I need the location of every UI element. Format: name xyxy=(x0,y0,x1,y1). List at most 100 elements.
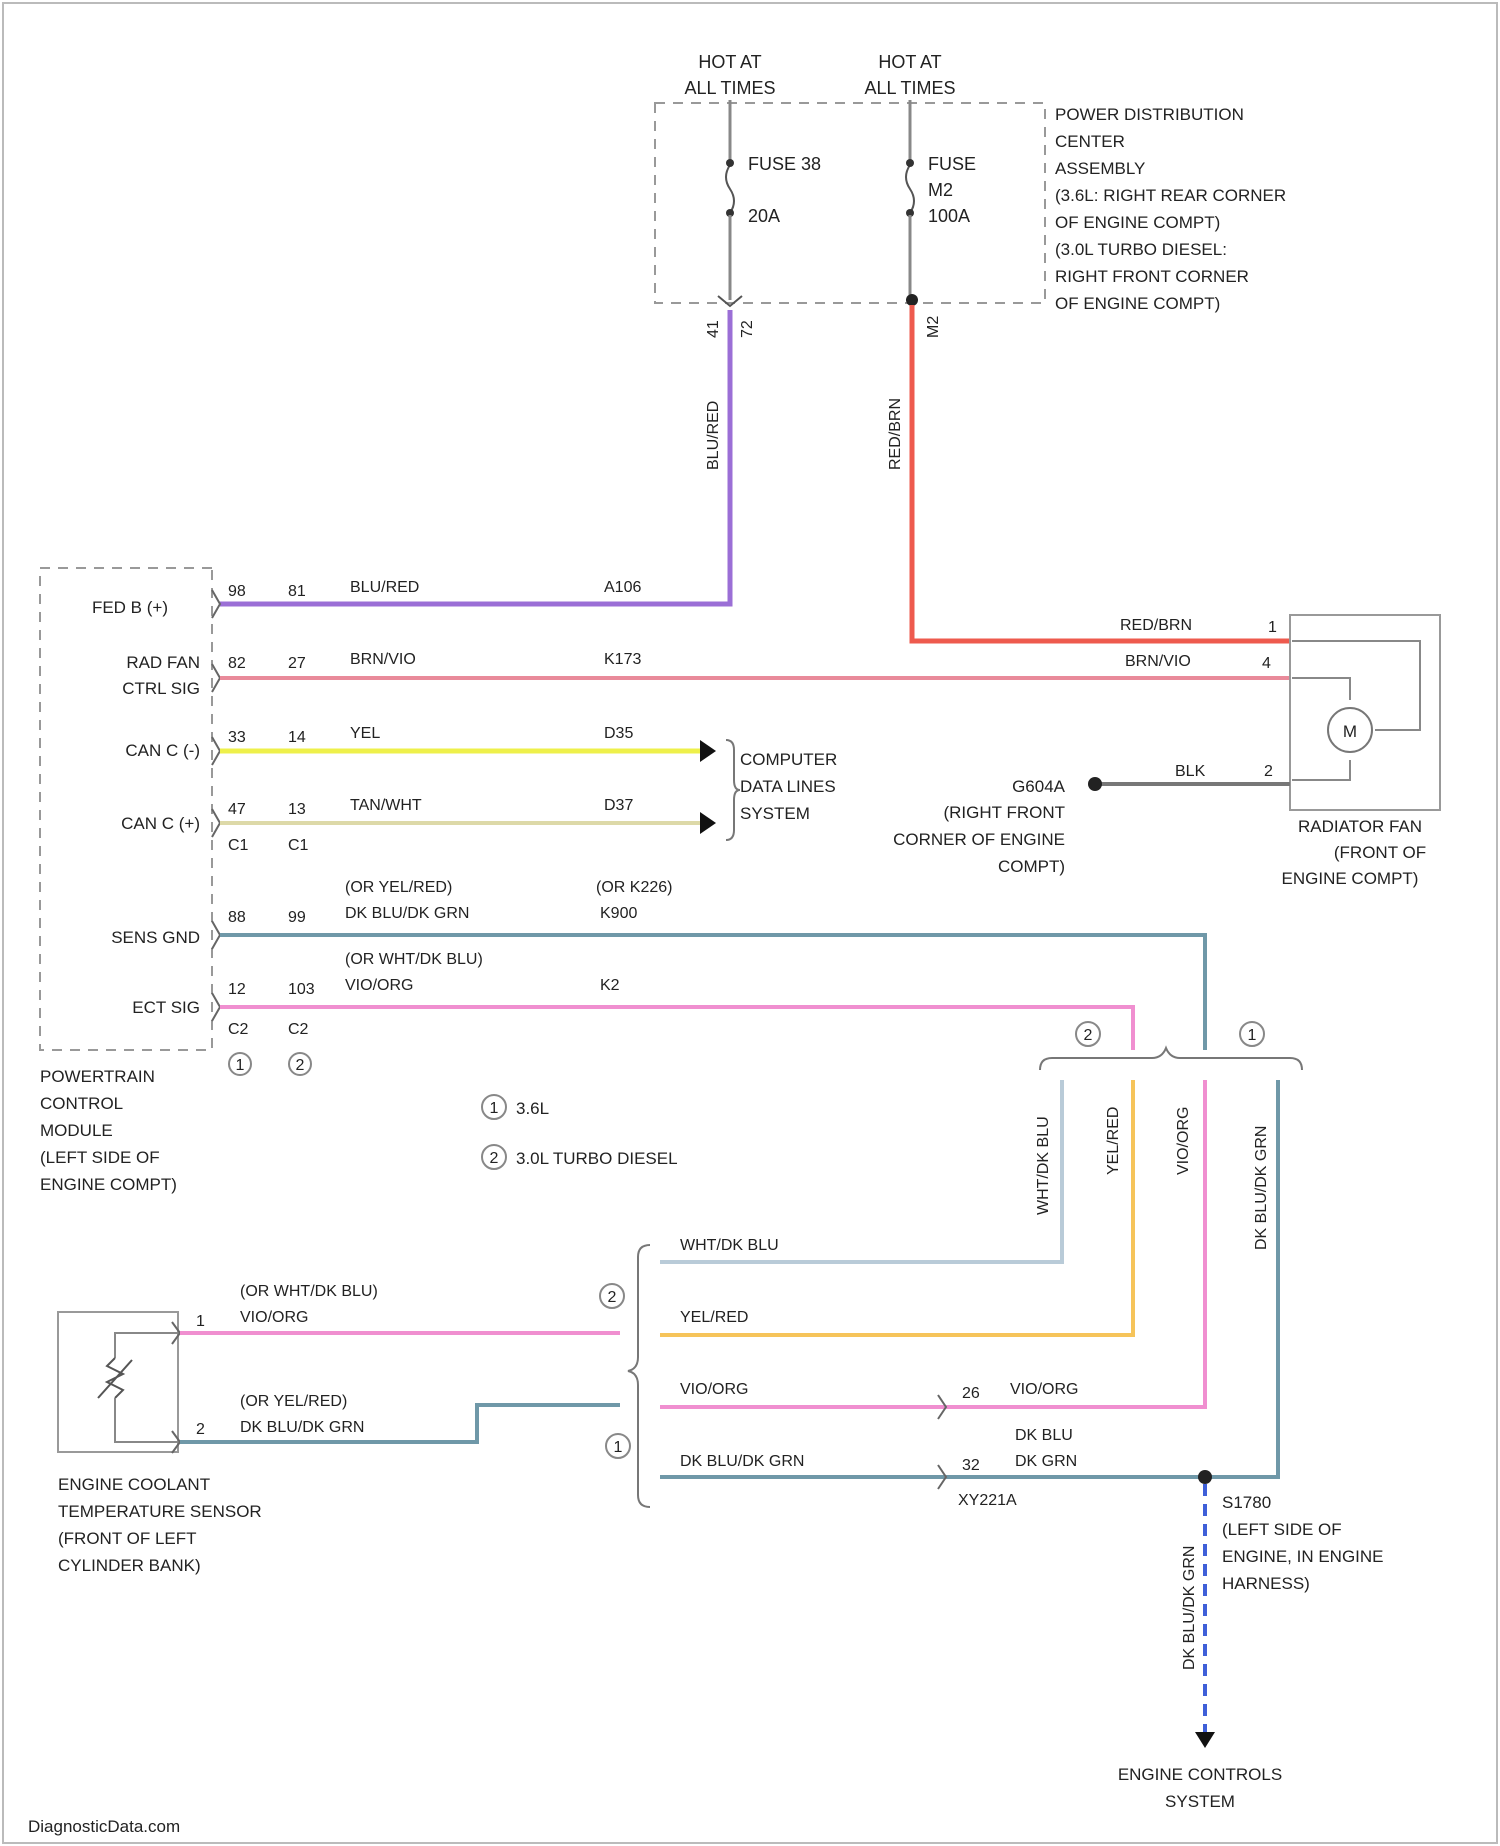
splice-loc-2: HARNESS) xyxy=(1222,1574,1310,1593)
ect-title-1: TEMPERATURE SENSOR xyxy=(58,1502,262,1521)
pdc-pin-72: 72 xyxy=(739,320,756,338)
wire-wht-dkblu-branch xyxy=(660,1080,1062,1262)
circuit-d35: D35 xyxy=(604,725,633,742)
fan-motor-label: M xyxy=(1343,722,1357,741)
pcm: FED B (+) RAD FAN CTRL SIG CAN C (-) CAN… xyxy=(40,568,311,1194)
wire-blu-red-feed xyxy=(220,310,730,604)
circuit-a106: A106 xyxy=(604,579,641,596)
pin-47: 47 xyxy=(228,801,246,818)
arrow-ecs xyxy=(1195,1732,1215,1748)
wire-alt-wht-dkblu: (OR WHT/DK BLU) xyxy=(345,951,483,968)
pin-13: 13 xyxy=(288,801,306,818)
ground-loc-2: COMPT) xyxy=(998,857,1065,876)
splice-loc-1: ENGINE, IN ENGINE xyxy=(1222,1547,1384,1566)
wire-alt-yel-red: (OR YEL/RED) xyxy=(345,879,452,896)
pcm-pin-label-0: FED B (+) xyxy=(92,598,168,617)
fuse-38-rating: 20A xyxy=(748,206,780,226)
fan-title-1: (FRONT OF xyxy=(1334,843,1426,862)
pcm-title-3: (LEFT SIDE OF xyxy=(40,1148,160,1167)
ground-id: G604A xyxy=(1012,777,1066,796)
wire-brn-vio-label: BRN/VIO xyxy=(350,651,416,668)
wire-blu-red-label: BLU/RED xyxy=(350,579,419,596)
pin-27: 27 xyxy=(288,655,306,672)
pdc-title-1: CENTER xyxy=(1055,132,1125,151)
branch-label-yel-red: YEL/RED xyxy=(1105,1107,1122,1175)
ect-title-0: ENGINE COOLANT xyxy=(58,1475,210,1494)
legend-num-1: 1 xyxy=(490,1100,499,1117)
ecs-title-0: ENGINE CONTROLS xyxy=(1118,1765,1282,1784)
wire-vio-org-label: VIO/ORG xyxy=(345,977,413,994)
pcm-note-2: 2 xyxy=(296,1057,305,1074)
circuit-k2: K2 xyxy=(600,977,620,994)
lower-wire-yel-red: YEL/RED xyxy=(680,1309,748,1326)
pdc-title-2: ASSEMBLY xyxy=(1055,159,1145,178)
pcm-note-1: 1 xyxy=(236,1057,245,1074)
branch-brace xyxy=(1040,1048,1302,1070)
ecs-title-1: SYSTEM xyxy=(1165,1792,1235,1811)
conn-pin-32: 32 xyxy=(962,1457,980,1474)
ect-pin-1: 1 xyxy=(196,1313,205,1330)
footer-watermark: DiagnosticData.com xyxy=(28,1817,180,1836)
fan-title-0: RADIATOR FAN xyxy=(1298,817,1422,836)
pcm-title-0: POWERTRAIN xyxy=(40,1067,155,1086)
ect-wire2-alt: (OR YEL/RED) xyxy=(240,1393,347,1410)
down-wire-label: DK BLU/DK GRN xyxy=(1181,1546,1198,1670)
lower-group-2: 2 xyxy=(608,1289,617,1306)
fan-wire-brn-vio: BRN/VIO xyxy=(1125,653,1191,670)
ect-title-3: CYLINDER BANK) xyxy=(58,1556,201,1575)
arrow-can-plus xyxy=(700,812,716,834)
pdc-title-7: OF ENGINE COMPT) xyxy=(1055,294,1220,313)
ground-loc-0: (RIGHT FRONT xyxy=(943,803,1065,822)
hot-label-1a: HOT AT xyxy=(698,52,761,72)
fan-title-2: ENGINE COMPT) xyxy=(1282,869,1419,888)
arrow-can-minus xyxy=(700,740,716,762)
pdc: HOT AT ALL TIMES HOT AT ALL TIMES FUSE 3… xyxy=(655,52,1286,338)
circuit-k173: K173 xyxy=(604,651,641,668)
wire-label-blu-red-v: BLU/RED xyxy=(705,401,722,470)
wire-label-red-brn-v: RED/BRN xyxy=(887,398,904,470)
branch-label-vio-org: VIO/ORG xyxy=(1175,1107,1192,1175)
ect-wire1: VIO/ORG xyxy=(240,1309,308,1326)
fan-wire-red-brn: RED/BRN xyxy=(1120,617,1192,634)
splice-loc-0: (LEFT SIDE OF xyxy=(1222,1520,1342,1539)
pin-81: 81 xyxy=(288,583,306,600)
pcm-pin-label-5: ECT SIG xyxy=(132,998,200,1017)
pin-14: 14 xyxy=(288,729,306,746)
pcm-conn-c1-b: C1 xyxy=(288,837,309,854)
branch-label-wht-dkblu: WHT/DK BLU xyxy=(1035,1116,1052,1215)
hot-label-2b: ALL TIMES xyxy=(864,78,955,98)
ect-wire2: DK BLU/DK GRN xyxy=(240,1419,364,1436)
variant-branch: 2 1 WHT/DK BLU YEL/RED VIO/ORG DK BLU/DK… xyxy=(1035,1022,1302,1250)
wire-tan-wht-label: TAN/WHT xyxy=(350,797,422,814)
pdc-title-5: (3.0L TURBO DIESEL: xyxy=(1055,240,1227,259)
lower-labels: 2 1 WHT/DK BLU YEL/RED VIO/ORG DK BLU/DK… xyxy=(600,1237,1384,1593)
legend-text-1: 3.6L xyxy=(516,1099,549,1118)
ect-wire1-alt: (OR WHT/DK BLU) xyxy=(240,1283,378,1300)
legend-text-2: 3.0L TURBO DIESEL xyxy=(516,1149,678,1168)
pcm-title-2: MODULE xyxy=(40,1121,113,1140)
pin-88: 88 xyxy=(228,909,246,926)
can-title-2: SYSTEM xyxy=(740,804,810,823)
can-title-1: DATA LINES xyxy=(740,777,836,796)
pcm-conn-c2-b: C2 xyxy=(288,1021,309,1038)
splice-s1780 xyxy=(1198,1470,1212,1484)
pin-12: 12 xyxy=(228,981,246,998)
circuit-alt-k226: (OR K226) xyxy=(596,879,672,896)
fuse-m2-label: FUSE xyxy=(928,154,976,174)
wire-yel-label: YEL xyxy=(350,725,380,742)
fuse-38-symbol xyxy=(726,165,734,213)
branch-label-dkblu-dkgrn: DK BLU/DK GRN xyxy=(1253,1126,1270,1250)
lower-brace xyxy=(628,1245,650,1507)
lower-wire-vio-org-r: VIO/ORG xyxy=(1010,1381,1078,1398)
fuse-m2-id: M2 xyxy=(928,180,953,200)
circuit-k900: K900 xyxy=(600,905,637,922)
pdc-title-0: POWER DISTRIBUTION xyxy=(1055,105,1244,124)
pcm-pin-label-3: CAN C (+) xyxy=(121,814,200,833)
wire-vio-org-sig xyxy=(220,1007,1133,1050)
wire-dkblu-dkgrn-label: DK BLU/DK GRN xyxy=(345,905,469,922)
pcm-conn-c1-a: C1 xyxy=(228,837,249,854)
pcm-box xyxy=(40,568,212,1050)
ect-title-2: (FRONT OF LEFT xyxy=(58,1529,197,1548)
fan-ground-wire: BLK xyxy=(1175,763,1206,780)
pin-103: 103 xyxy=(288,981,315,998)
